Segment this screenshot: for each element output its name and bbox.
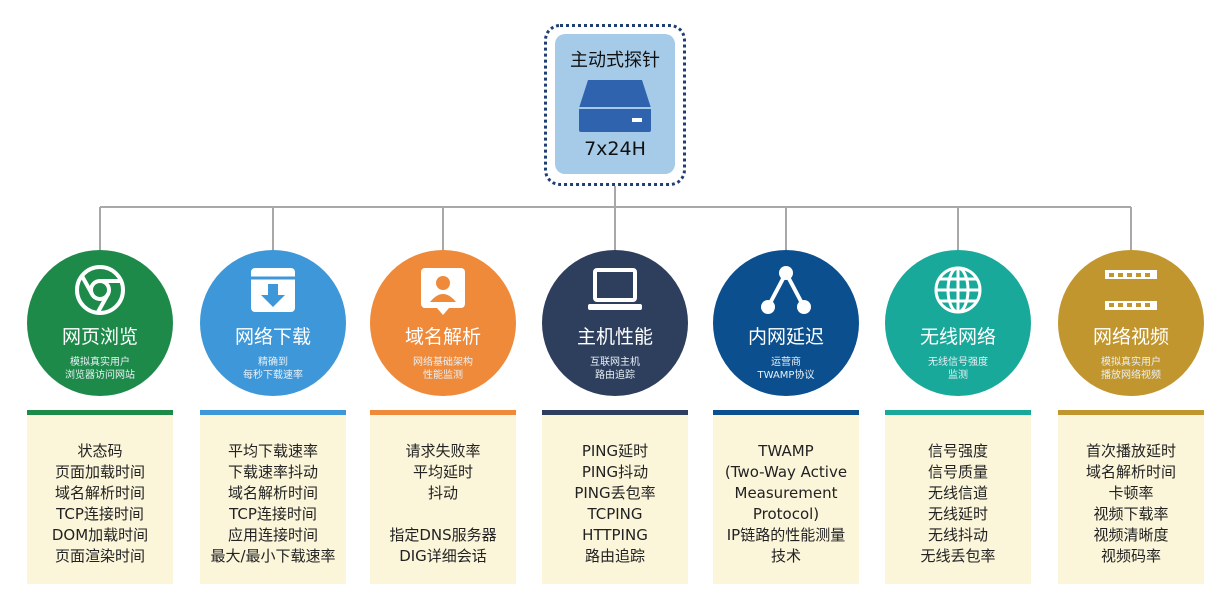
metric-item: 信号质量	[927, 463, 988, 481]
category-description: 网络基础架构性能监测	[413, 357, 473, 381]
download-icon	[251, 268, 295, 312]
metrics-card-network-download: 平均下载速率下载速率抖动域名解析时间 TCP连接时间应用连接时间最大/最小下载速率	[200, 410, 346, 584]
laptop-icon	[588, 268, 642, 310]
category-title: 内网延迟	[747, 326, 824, 348]
metric-item: TCP连接时间	[229, 505, 317, 523]
metric-item: TCPING	[587, 505, 643, 523]
category-description: 模拟真实用户浏览器访问网站	[65, 357, 135, 381]
metric-item: 指定DNS服务器	[389, 526, 497, 544]
metrics-card-wireless-network: 信号强度信号质量无线信道无线延时无线抖动无线丢包率	[885, 410, 1031, 584]
metric-item: Protocol)	[752, 505, 820, 523]
metric-item: 页面加载时间	[54, 463, 145, 481]
metric-item: 无线抖动	[927, 526, 988, 544]
metric-item: 平均下载速率	[227, 442, 318, 460]
category-description: 互联网主机路由追踪	[590, 357, 640, 381]
metric-item: PING延时	[581, 442, 649, 460]
metric-item: TCP连接时间	[56, 505, 144, 523]
metric-item: 无线信道	[927, 484, 988, 502]
metrics-card-network-video: 首次播放延时域名解析时间卡顿率视频下载率视频清晰度视频码率	[1058, 410, 1204, 584]
metric-item: 域名解析时间	[54, 484, 145, 502]
category-title: 网页浏览	[61, 326, 138, 348]
metric-item: DIG详细会话	[399, 547, 487, 565]
category-title: 网络视频	[1092, 326, 1169, 348]
metric-item: 下载速率抖动	[227, 463, 318, 481]
category-description: 精确到每秒下载速率	[243, 357, 303, 381]
metric-item: IP链路的性能测量	[726, 526, 846, 544]
metric-item: 路由追踪	[584, 547, 645, 565]
metric-item	[370, 504, 516, 525]
metric-item: HTTPING	[582, 526, 648, 544]
metric-item: TWAMP	[758, 442, 814, 460]
probe-subtitle: 7x24H	[584, 138, 646, 160]
metric-item: Measurement	[734, 484, 838, 502]
probe-node-border	[544, 24, 686, 186]
metric-item: DOM加载时间	[51, 526, 149, 544]
category-description: 无线信号强度监测	[928, 357, 988, 381]
browser-chrome-icon	[75, 265, 125, 315]
metric-item: (Two-Way Active	[724, 463, 848, 481]
metric-item: 卡顿率	[1108, 484, 1154, 502]
category-circle-web-browsing: 网页浏览 模拟真实用户浏览器访问网站	[27, 250, 173, 396]
metric-item: 视频码率	[1100, 547, 1161, 565]
metric-item: 技术	[770, 547, 801, 565]
metrics-card-dns-resolution: 请求失败率平均延时抖动指定DNS服务器 DIG详细会话	[370, 410, 516, 584]
metric-item: 状态码	[77, 442, 123, 460]
server-device-icon	[579, 80, 651, 132]
category-circle-network-download: 网络下载 精确到每秒下载速率	[200, 250, 346, 396]
category-circle-network-video: 网络视频 模拟真实用户播放网络视频	[1058, 250, 1204, 396]
metric-item: 视频下载率	[1093, 505, 1169, 523]
category-title: 主机性能	[576, 326, 653, 348]
metrics-card-host-performance: PING延时 PING抖动 PING丢包率 TCPING HTTPING 路由追踪	[542, 410, 688, 584]
category-description: 模拟真实用户播放网络视频	[1101, 357, 1161, 381]
film-strip-icon	[1105, 270, 1157, 310]
metric-item: 页面渲染时间	[54, 547, 145, 565]
network-topology-icon	[761, 266, 811, 314]
globe-icon	[934, 266, 982, 314]
category-title: 网络下载	[234, 326, 311, 348]
metric-item: 无线延时	[927, 505, 988, 523]
metric-item: 域名解析时间	[1085, 463, 1176, 481]
probe-title: 主动式探针	[570, 50, 660, 71]
metric-item: PING丢包率	[574, 484, 656, 502]
metric-item: 最大/最小下载速率	[210, 547, 336, 565]
category-title: 无线网络	[919, 326, 996, 348]
metric-item: 无线丢包率	[920, 547, 996, 565]
user-card-icon	[421, 268, 465, 315]
metric-item: 抖动	[427, 484, 458, 502]
metrics-card-web-browsing: 状态码页面加载时间域名解析时间 TCP连接时间 DOM加载时间页面渲染时间	[27, 410, 173, 584]
metric-item: 请求失败率	[405, 442, 481, 460]
metric-item: 应用连接时间	[227, 526, 318, 544]
metric-item: 域名解析时间	[227, 484, 318, 502]
category-title: 域名解析	[404, 326, 481, 348]
category-circle-dns-resolution: 域名解析 网络基础架构性能监测	[370, 250, 516, 396]
metric-item: PING抖动	[581, 463, 649, 481]
metric-item: 视频清晰度	[1093, 526, 1169, 544]
category-circle-wireless-network: 无线网络 无线信号强度监测	[885, 250, 1031, 396]
category-circle-host-performance: 主机性能 互联网主机路由追踪	[542, 250, 688, 396]
connector-lines	[99, 186, 1132, 252]
metric-item: 信号强度	[927, 442, 988, 460]
metric-item: 平均延时	[412, 463, 473, 481]
metric-item: 首次播放延时	[1085, 442, 1176, 460]
